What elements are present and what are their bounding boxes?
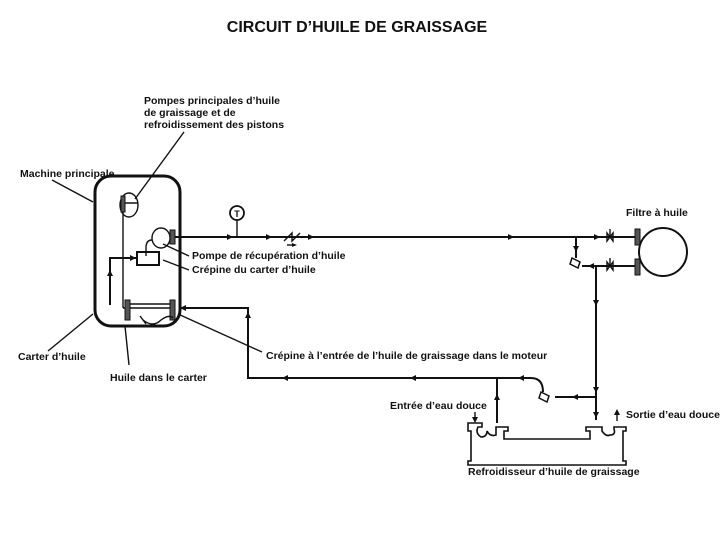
- scavenge-pump-icon: [145, 227, 176, 256]
- label-main-pumps-1: Pompes principales d’huile: [144, 95, 280, 107]
- label-main-engine: Machine principale: [20, 168, 115, 180]
- thermometer-icon: T: [229, 205, 245, 237]
- leader-main-engine: [51, 179, 94, 203]
- label-oil-cooler: Refroidisseur d’huile de graissage: [468, 466, 640, 478]
- filter-inlet-valve-icon: [606, 229, 614, 244]
- svg-text:T: T: [234, 209, 240, 219]
- label-oil-filter: Filtre à huile: [626, 207, 688, 219]
- sump-strainer-icon: [136, 251, 160, 266]
- diagram-title: CIRCUIT D’HUILE DE GRAISSAGE: [227, 19, 488, 36]
- filter-outlet-valve-icon: [606, 258, 614, 273]
- leader-main-pumps: [134, 131, 185, 200]
- main-engine-casing: [93, 174, 182, 328]
- label-main-pumps-2: de graissage et de: [144, 107, 236, 119]
- label-inlet-strainer: Crépine à l’entrée de l’huile de graissa…: [266, 350, 547, 362]
- oil-filter-icon: [612, 227, 688, 277]
- label-main-pumps-3: refroidissement des pistons: [144, 119, 284, 131]
- leader-sump-strainer: [162, 259, 190, 271]
- label-fresh-water-in: Entrée d’eau douce: [390, 400, 487, 412]
- cooler-bypass-valve-icon: [538, 390, 550, 404]
- strainer-suction-line: [109, 257, 136, 305]
- three-way-valve-icon: [569, 256, 581, 270]
- inlet-strainer-icon: [124, 299, 176, 325]
- label-oil-in-sump: Huile dans le carter: [110, 372, 207, 384]
- label-sump-strainer: Crépine du carter d’huile: [192, 264, 316, 276]
- return-line-to-engine: [180, 307, 544, 393]
- leader-oil-in-sump: [124, 325, 130, 366]
- leader-inlet-strainer: [177, 313, 263, 353]
- non-return-valve-icon: [283, 231, 301, 247]
- label-oil-sump: Carter d’huile: [18, 351, 86, 363]
- label-scavenge-pump: Pompe de récupération d’huile: [192, 250, 346, 262]
- label-fresh-water-out: Sortie d’eau douce: [626, 409, 720, 421]
- leader-scavenge-pump: [162, 243, 190, 257]
- leader-oil-sump: [47, 313, 94, 352]
- oil-cooler-icon: [467, 422, 627, 466]
